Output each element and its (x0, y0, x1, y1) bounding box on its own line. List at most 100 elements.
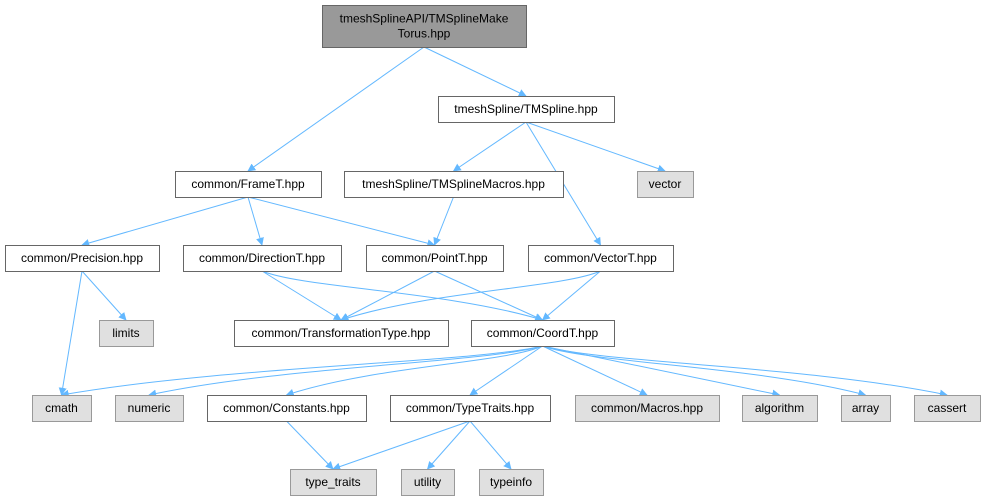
edge-framet-to-directiont (247, 196, 264, 246)
node-label: common/TypeTraits.hpp (406, 401, 535, 415)
node-label: tmeshSplineAPI/TMSplineMake (340, 12, 509, 26)
node-directiont[interactable]: common/DirectionT.hpp (183, 245, 342, 272)
node-coordt[interactable]: common/CoordT.hpp (471, 320, 615, 347)
node-label: vector (649, 177, 682, 191)
edge-constants-to-type_traits (286, 420, 334, 470)
node-vectort[interactable]: common/VectorT.hpp (528, 245, 674, 272)
edge-coordt-to-algorithm (542, 345, 781, 398)
node-cmath: cmath (32, 395, 92, 422)
edge-layer (58, 46, 948, 471)
node-label: common/Precision.hpp (21, 251, 143, 265)
edge-coordt-to-constants (285, 345, 543, 397)
node-box (344, 171, 564, 198)
edge-coordt-to-cassert (542, 345, 948, 398)
node-label: algorithm (755, 401, 804, 415)
node-array: array (841, 395, 891, 422)
node-tmsplinemacros[interactable]: tmeshSpline/TMSplineMacros.hpp (344, 171, 564, 198)
node-label: common/FrameT.hpp (191, 177, 305, 191)
node-numeric: numeric (115, 395, 184, 422)
node-box (115, 395, 184, 422)
node-label: common/PointT.hpp (381, 251, 487, 265)
edge-typetraits-to-utility (426, 420, 471, 470)
node-constants[interactable]: common/Constants.hpp (207, 395, 367, 422)
node-tmspline[interactable]: tmeshSpline/TMSpline.hpp (438, 96, 615, 123)
edge-typetraits-to-typeinfo (469, 420, 512, 470)
node-box (366, 245, 504, 272)
node-framet[interactable]: common/FrameT.hpp (175, 171, 322, 198)
node-box (401, 469, 455, 496)
edge-root-to-tmspline (423, 46, 527, 97)
node-box (5, 245, 160, 272)
node-label: common/CoordT.hpp (487, 326, 599, 340)
node-pointt[interactable]: common/PointT.hpp (366, 245, 504, 272)
node-box (207, 395, 367, 422)
node-limits: limits (99, 320, 154, 347)
node-box (32, 395, 92, 422)
node-transformationtype[interactable]: common/TransformationType.hpp (234, 320, 449, 347)
edge-vectort-to-transformationtype (340, 270, 601, 322)
node-box (575, 395, 720, 422)
node-box (390, 395, 551, 422)
edge-tmsplinemacros-to-pointt (433, 196, 454, 246)
edge-tmspline-to-vector (525, 121, 666, 173)
node-label: Torus.hpp (398, 27, 451, 41)
edge-coordt-to-cmath (60, 345, 543, 398)
node-box (479, 469, 544, 496)
edge-framet-to-precision (81, 196, 249, 247)
node-label: common/Macros.hpp (591, 401, 703, 415)
node-box (742, 395, 818, 422)
node-box (528, 245, 674, 272)
node-cassert: cassert (914, 395, 981, 422)
edge-precision-to-limits (81, 270, 127, 321)
node-box (841, 395, 891, 422)
node-label: type_traits (305, 475, 360, 489)
edge-typetraits-to-type_traits (332, 420, 471, 471)
node-label: common/VectorT.hpp (544, 251, 657, 265)
node-box (234, 320, 449, 347)
node-box (471, 320, 615, 347)
node-typeinfo: typeinfo (479, 469, 544, 496)
node-utility: utility (401, 469, 455, 496)
node-typetraits[interactable]: common/TypeTraits.hpp (390, 395, 551, 422)
node-type_traits: type_traits (290, 469, 377, 496)
node-box (290, 469, 377, 496)
node-layer: tmeshSplineAPI/TMSplineMakeTorus.hpptmes… (5, 5, 981, 496)
node-box (183, 245, 342, 272)
edge-vectort-to-coordt (541, 270, 601, 321)
node-box (175, 171, 322, 198)
edge-coordt-to-array (542, 345, 867, 398)
node-box (99, 320, 154, 347)
node-precision[interactable]: common/Precision.hpp (5, 245, 160, 272)
edge-pointt-to-transformationtype (340, 270, 435, 321)
node-box (322, 5, 527, 48)
node-label: common/DirectionT.hpp (199, 251, 325, 265)
node-box (438, 96, 615, 123)
node-macros: common/Macros.hpp (575, 395, 720, 422)
node-algorithm: algorithm (742, 395, 818, 422)
edge-pointt-to-coordt (434, 270, 544, 321)
edge-coordt-to-typetraits (469, 345, 543, 396)
edge-directiont-to-coordt (261, 270, 544, 322)
edge-directiont-to-transformationtype (261, 270, 342, 321)
node-box (914, 395, 981, 422)
node-label: cmath (45, 401, 78, 415)
edge-root-to-framet (247, 46, 425, 172)
node-label: tmeshSpline/TMSplineMacros.hpp (362, 177, 545, 191)
node-vector: vector (637, 171, 694, 198)
edge-framet-to-pointt (247, 196, 436, 248)
node-label: array (852, 401, 879, 415)
node-label: limits (112, 326, 139, 340)
node-label: common/TransformationType.hpp (252, 326, 431, 340)
node-label: typeinfo (490, 475, 532, 489)
node-label: cassert (928, 401, 967, 415)
edge-coordt-to-numeric (148, 345, 543, 398)
edge-coordt-to-macros (542, 345, 648, 396)
edge-tmspline-to-tmsplinemacros (452, 121, 527, 172)
edge-precision-to-cmath (58, 270, 83, 396)
node-label: common/Constants.hpp (223, 401, 350, 415)
node-label: tmeshSpline/TMSpline.hpp (454, 102, 598, 116)
node-box (637, 171, 694, 198)
node-label: numeric (128, 401, 171, 415)
